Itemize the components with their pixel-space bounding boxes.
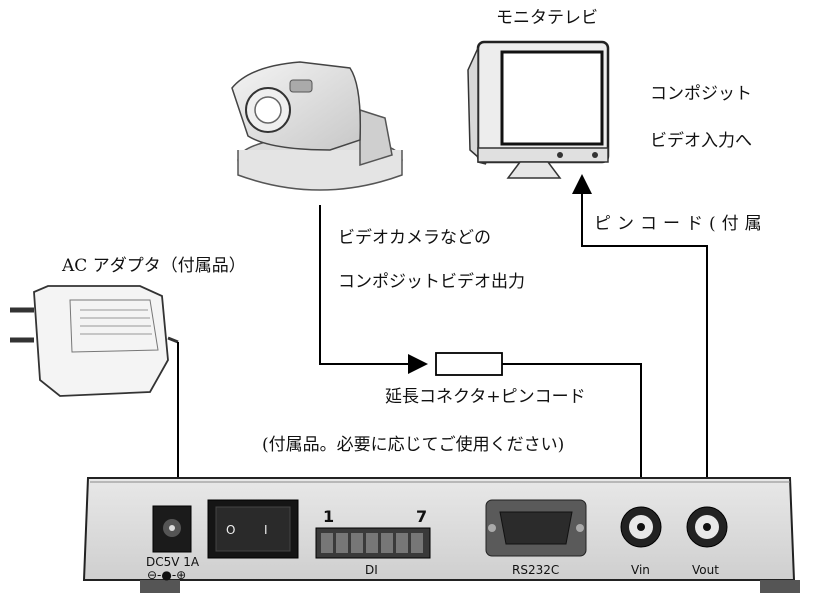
rs232c-label: RS232C <box>512 563 559 577</box>
monitor-title: モニタテレビ <box>496 8 598 28</box>
ac-adapter-icon <box>10 285 179 397</box>
vout-to-monitor-arrow <box>572 174 708 496</box>
ptz-camera-icon <box>231 61 403 191</box>
di-label: DI <box>365 563 378 577</box>
switch-off-mark: I <box>264 523 268 537</box>
polarity-symbol: ⊖-●-⊕ <box>147 568 186 582</box>
vout-label: Vout <box>692 563 719 577</box>
pin-cord-label: ピンコード(付属 <box>594 214 768 234</box>
ac-adapter-label: AC アダプタ（付属品） <box>62 256 246 276</box>
extension-connector <box>435 352 503 376</box>
dc-jack <box>152 505 192 553</box>
di-pin-end: 7 <box>416 507 427 526</box>
rear-panel: DC5V 1A ⊖-●-⊕ O I 1 7 DI <box>82 477 800 593</box>
vin-label: Vin <box>631 563 650 577</box>
extension-note: (付属品。必要に応じてご使用ください) <box>262 435 565 455</box>
extension-label: 延長コネクタ+ピンコード <box>385 387 586 407</box>
camera-output-label-1: ビデオカメラなどの <box>338 228 491 248</box>
camera-to-connector-arrow <box>319 205 428 374</box>
monitor-tv-icon <box>467 40 610 179</box>
di-terminal-block <box>315 527 431 559</box>
camera-output-label-2: コンポジットビデオ出力 <box>338 272 525 292</box>
dc-spec-label: DC5V 1A <box>146 555 200 569</box>
composite-input-label-1: コンポジット <box>650 84 752 104</box>
vout-jack <box>686 506 728 548</box>
power-switch: O I <box>207 499 299 559</box>
vin-jack <box>620 506 662 548</box>
rs232c-port <box>485 499 587 557</box>
composite-input-label-2: ビデオ入力へ <box>650 131 752 151</box>
switch-on-mark: O <box>226 523 235 537</box>
connector-to-vin-arrow <box>502 363 651 500</box>
di-pin-start: 1 <box>323 507 334 526</box>
